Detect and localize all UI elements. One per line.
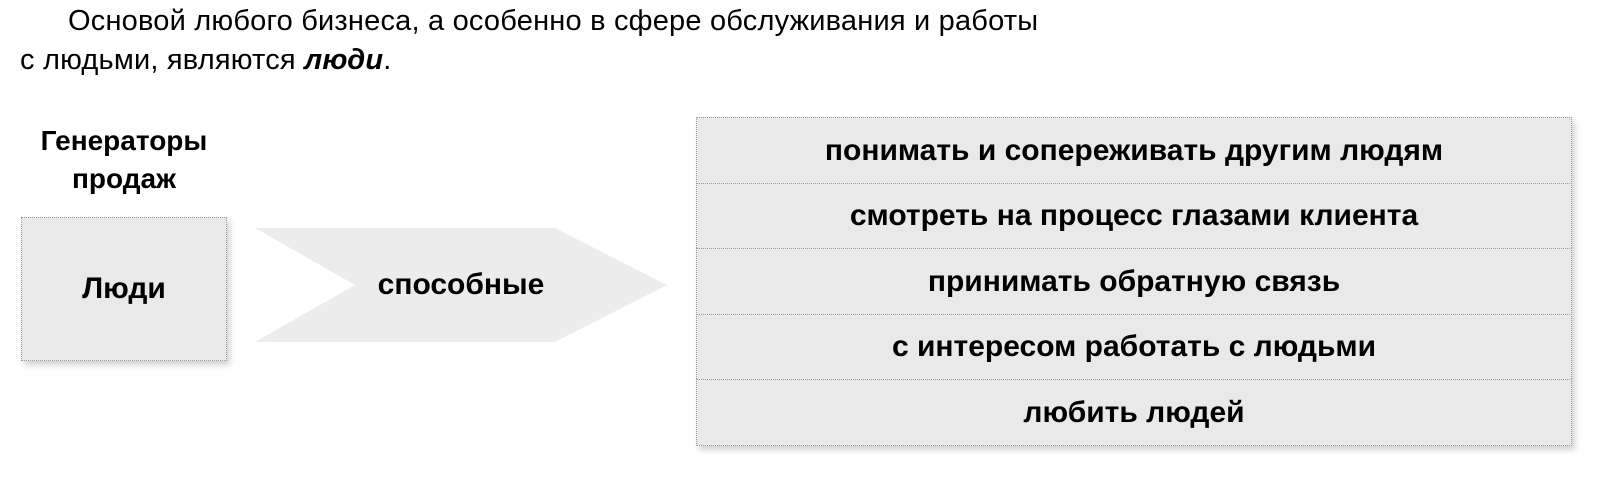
intro-line-1: Основой любого бизнеса, а особенно в сфе…	[68, 5, 1039, 37]
ability-item: принимать обратную связь	[696, 248, 1572, 315]
heading-line-2: продаж	[72, 163, 176, 194]
intro-line-2-prefix: с людьми, являются	[20, 44, 305, 76]
ability-item: понимать и сопереживать другим людям	[696, 117, 1572, 184]
intro-line-2: с людьми, являются люди.	[20, 41, 1560, 80]
ability-item: с интересом работать с людьми	[696, 313, 1572, 381]
arrow-label: способные	[377, 268, 545, 301]
intro-line-2-suffix: .	[383, 44, 392, 76]
chevron-arrow-shape	[255, 228, 667, 342]
intro-paragraph: Основой любого бизнеса, а особенно в сфе…	[20, 2, 1560, 80]
intro-emphasis: люди	[304, 44, 384, 76]
chevron-arrow: способные	[255, 228, 667, 342]
people-box-label: Люди	[82, 272, 166, 305]
abilities-list: понимать и сопереживать другим людям смо…	[696, 117, 1572, 446]
sales-generators-heading: Генераторы продаж	[20, 122, 228, 198]
people-box: Люди	[21, 217, 227, 361]
heading-line-1: Генераторы	[40, 125, 208, 156]
ability-item: смотреть на процесс глазами клиента	[696, 182, 1572, 250]
ability-item: любить людей	[696, 379, 1572, 446]
